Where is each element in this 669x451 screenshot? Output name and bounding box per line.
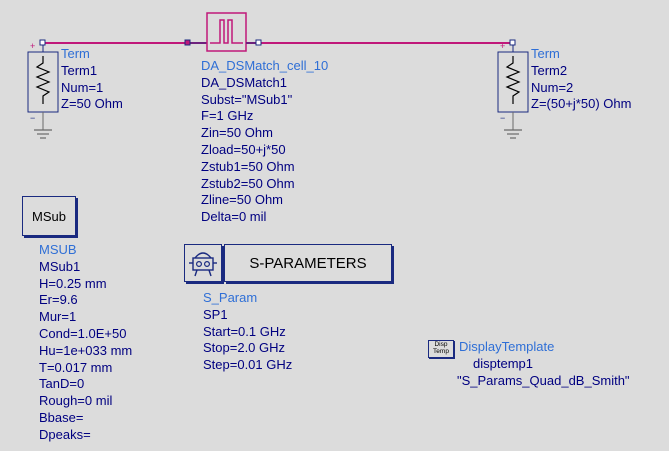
dsmatch-name: DA_DSMatch1 — [201, 74, 287, 90]
term1-num: Num=1 — [61, 79, 104, 95]
dsmatch-zin: Zin=50 Ohm — [201, 125, 273, 141]
dsmatch-zload: Zload=50+j*50 — [201, 141, 286, 157]
msub-t: T=0.017 mm — [39, 359, 113, 375]
sparam-type: S_Param — [203, 290, 258, 305]
term1-label[interactable]: Term Term1 Num=1 Z=50 Ohm — [61, 46, 123, 113]
sparam-symbol[interactable]: S-PARAMETERS — [184, 242, 394, 282]
dsmatch-symbol[interactable] — [184, 12, 262, 52]
dsmatch-label[interactable]: DA_DSMatch_cell_10 DA_DSMatch1 Subst="MS… — [201, 58, 328, 226]
msub-name: MSub1 — [39, 258, 81, 274]
term2-num: Num=2 — [531, 79, 574, 95]
term1-plus-pin: + — [30, 41, 35, 51]
msub-symbol[interactable]: MSub — [22, 196, 76, 236]
display-template-type[interactable]: DisplayTemplate — [459, 339, 554, 356]
term1-type: Term — [61, 46, 90, 61]
msub-rough: Rough=0 mil — [39, 393, 113, 409]
disp-icon-line2: Temp — [433, 348, 449, 355]
msub-box-label: MSub — [32, 208, 66, 224]
msub-type: MSUB — [39, 242, 77, 257]
sparam-box: S-PARAMETERS — [224, 244, 392, 282]
dsmatch-subst: Subst="MSub1" — [201, 91, 293, 107]
msub-label[interactable]: MSUB MSub1 H=0.25 mm Er=9.6 Mur=1 Cond=1… — [39, 242, 132, 444]
disp-icon-line1: Disp — [434, 341, 448, 348]
msub-cond: Cond=1.0E+50 — [39, 325, 127, 341]
term1-minus-pin: − — [30, 113, 35, 123]
dsmatch-f: F=1 GHz — [201, 108, 254, 124]
sparam-label[interactable]: S_Param SP1 Start=0.1 GHz Stop=2.0 GHz S… — [203, 290, 292, 374]
dsmatch-zstub2: Zstub2=50 Ohm — [201, 175, 295, 191]
msub-dpeaks: Dpeaks= — [39, 426, 91, 442]
dsmatch-type: DA_DSMatch_cell_10 — [201, 58, 329, 73]
sparam-name: SP1 — [203, 306, 228, 322]
msub-bbase: Bbase= — [39, 409, 84, 425]
term2-plus-pin: + — [500, 41, 505, 51]
msub-tand: TanD=0 — [39, 376, 85, 392]
dsmatch-zline: Zline=50 Ohm — [201, 192, 284, 208]
term2-name: Term2 — [531, 62, 568, 78]
msub-mur: Mur=1 — [39, 309, 77, 325]
dsmatch-zstub1: Zstub1=50 Ohm — [201, 158, 295, 174]
term2-z: Z=(50+j*50) Ohm — [531, 96, 632, 112]
display-template-label[interactable]: disptemp1 "S_Params_Quad_dB_Smith" — [457, 356, 630, 390]
term2-minus-pin: − — [500, 113, 505, 123]
term1-symbol[interactable] — [27, 39, 59, 139]
dsmatch-delta: Delta=0 mil — [201, 209, 267, 225]
term1-z: Z=50 Ohm — [61, 96, 123, 112]
sparam-network-icon — [184, 244, 222, 282]
term1-name: Term1 — [61, 62, 98, 78]
display-name: disptemp1 — [473, 356, 533, 371]
msub-hu: Hu=1e+033 mm — [39, 342, 133, 358]
msub-h: H=0.25 mm — [39, 275, 107, 291]
sparam-box-label: S-PARAMETERS — [249, 254, 367, 272]
sparam-stop: Stop=2.0 GHz — [203, 340, 286, 356]
display-type: DisplayTemplate — [459, 339, 555, 354]
term2-label[interactable]: Term Term2 Num=2 Z=(50+j*50) Ohm — [531, 46, 631, 113]
display-template-icon[interactable]: Disp Temp — [428, 340, 454, 358]
msub-er: Er=9.6 — [39, 292, 78, 308]
term2-symbol[interactable] — [497, 39, 529, 139]
sparam-start: Start=0.1 GHz — [203, 323, 286, 339]
display-template-value: "S_Params_Quad_dB_Smith" — [457, 372, 630, 388]
term2-type: Term — [531, 46, 560, 61]
sparam-step: Step=0.01 GHz — [203, 357, 293, 373]
